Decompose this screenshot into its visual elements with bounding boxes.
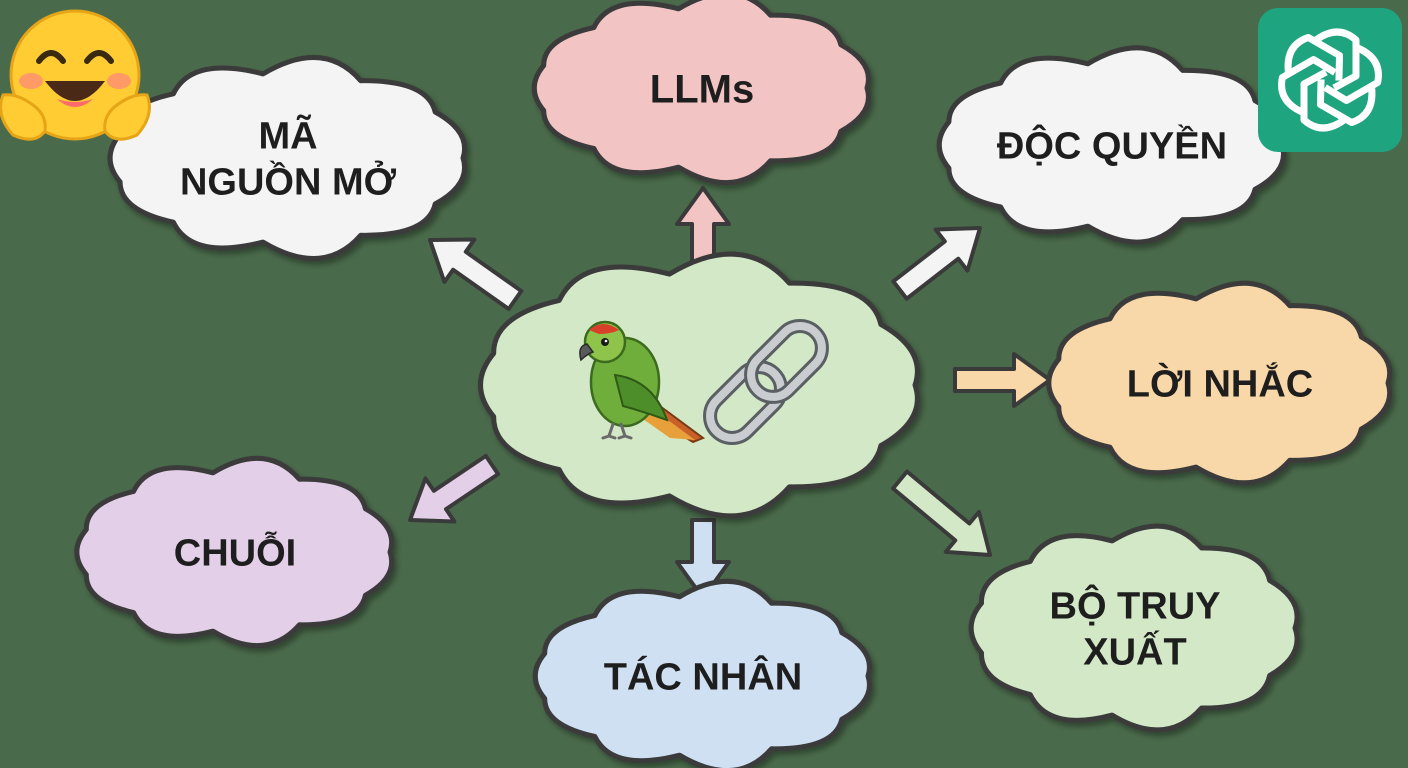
cloud-label-chains: CHUỖI [174, 530, 296, 575]
cloud-chains: CHUỖI [74, 455, 395, 649]
parrot-icon [579, 320, 706, 444]
cloud-prompts: LỜI NHẮC [1046, 280, 1393, 486]
cloud-label-llms: LLMs [650, 67, 754, 111]
cloud-label-proprietary: ĐỘC QUYỀN [997, 123, 1227, 168]
cloud-proprietary: ĐỘC QUYỀN [936, 45, 1286, 245]
arrow-to-llms [675, 186, 731, 267]
center-cloud [478, 251, 920, 519]
cloud-shape [478, 251, 920, 519]
cloud-shape [1046, 280, 1393, 486]
openai-logo-icon [1258, 8, 1402, 152]
arrow-to-proprietary [891, 226, 982, 301]
cloud-shape [532, 578, 872, 768]
cloud-label-open-source: NGUỒN MỞ [180, 160, 397, 204]
cloud-label-agents: TÁC NHÂN [604, 655, 802, 699]
cloud-shape [968, 523, 1300, 733]
cloud-shape [107, 54, 467, 262]
cloud-shape [531, 0, 871, 186]
cloud-label-prompts: LỜI NHẮC [1127, 362, 1314, 406]
arrow-to-retrievers [891, 469, 992, 557]
arrow-to-open-source [428, 237, 524, 311]
cloud-shape [74, 455, 395, 649]
cloud-shape [936, 45, 1286, 245]
arrow-to-chains [408, 453, 501, 524]
cloud-agents: TÁC NHÂN [532, 578, 872, 768]
arrow-to-prompts [953, 352, 1052, 408]
cloud-label-open-source: MÃ [258, 114, 317, 158]
chain-link-icon [703, 319, 829, 445]
cloud-label-retrievers: BỘ TRUY [1050, 583, 1221, 628]
cloud-label-retrievers: XUẤT [1083, 630, 1186, 674]
arrows-group [408, 186, 1052, 600]
cloud-llms: LLMs [531, 0, 871, 186]
hugging-face-icon [0, 9, 151, 141]
